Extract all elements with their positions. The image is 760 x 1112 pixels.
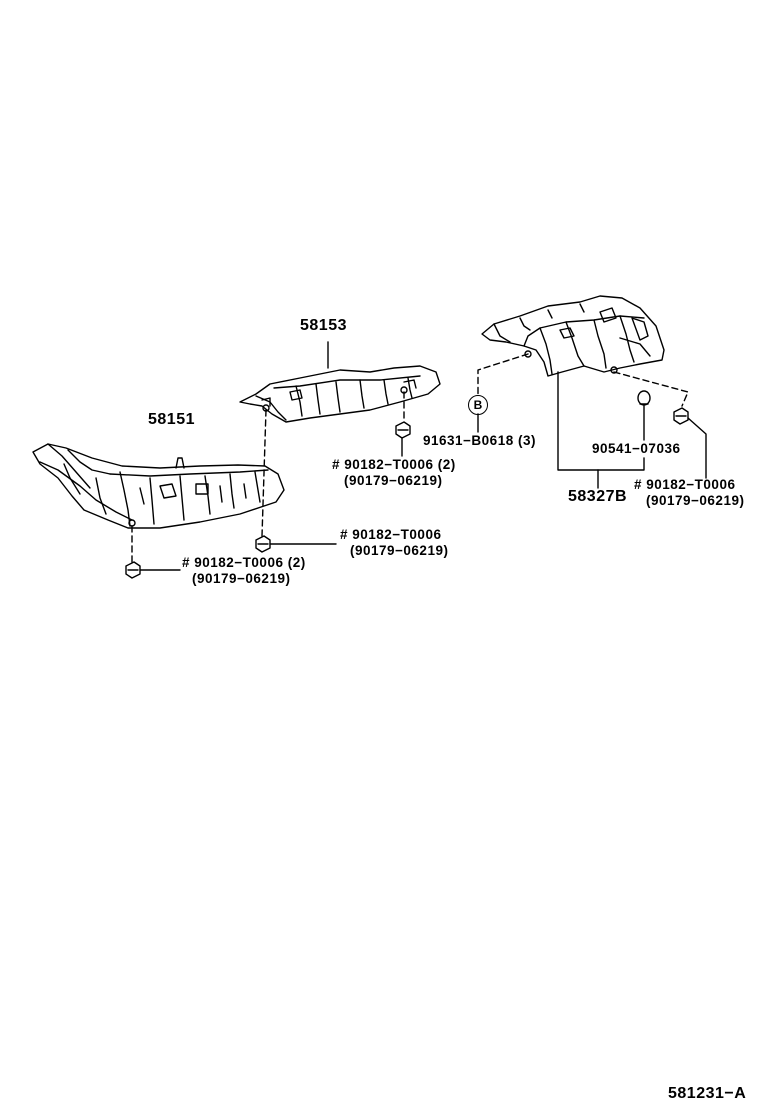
nut-left-line2: (90179−06219) [192, 571, 291, 586]
nut-center-line1: # 90182−T0006 [340, 527, 442, 542]
part-number-58327b: 58327B [568, 488, 628, 505]
nut-upper-mid-line2: (90179−06219) [344, 473, 443, 488]
heat-insulator-58327b [481, 295, 665, 377]
nut-left-line1: # 90182−T0006 (2) [182, 555, 306, 570]
nut-upper-mid-line1: # 90182−T0006 (2) [332, 457, 456, 472]
bolt-part-number: 91631−B0618 (3) [423, 433, 536, 448]
figure-code: 581231−A [668, 1085, 747, 1102]
dashed-guides [131, 353, 689, 563]
nut-center-line2: (90179−06219) [350, 543, 449, 558]
nut-right-line1: # 90182−T0006 [634, 477, 736, 492]
clip-part-number: 90541−07036 [592, 441, 681, 456]
heat-insulator-58151 [32, 443, 285, 529]
part-number-58153: 58153 [300, 317, 347, 334]
leader-lines [139, 371, 707, 571]
heat-insulator-58153 [239, 341, 441, 423]
part-number-58151: 58151 [148, 411, 195, 428]
nut-right-line2: (90179−06219) [646, 493, 745, 508]
nut-icons [125, 390, 689, 579]
reference-circle-b: B [468, 395, 488, 415]
